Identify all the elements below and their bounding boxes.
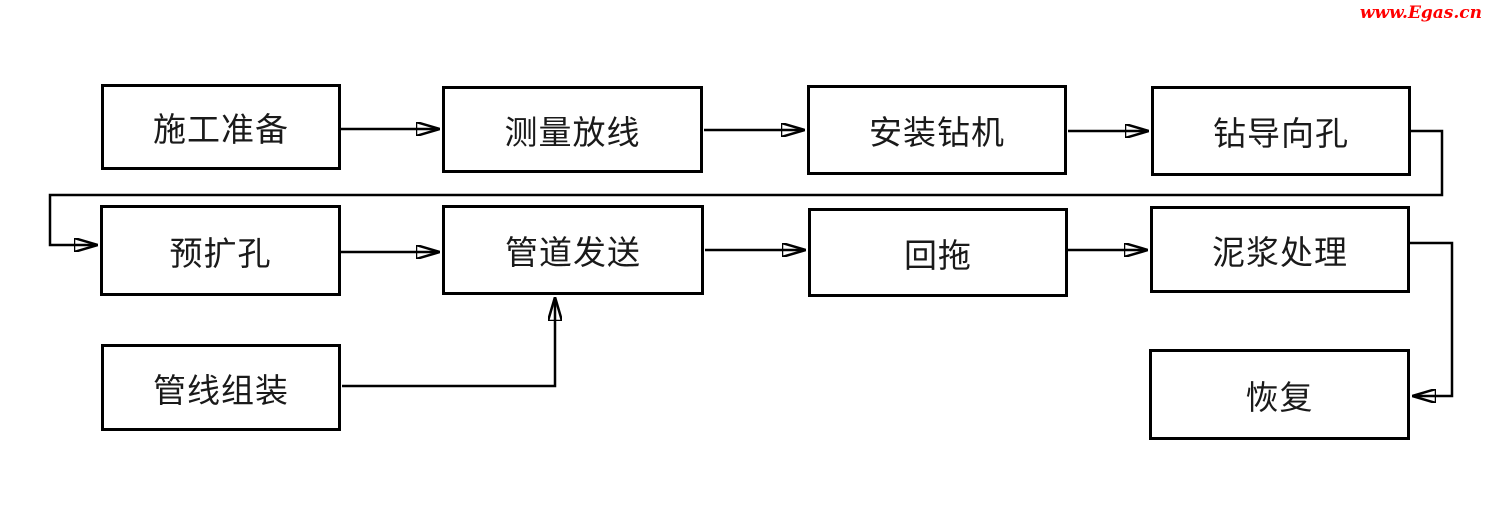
edge-mud-to-restoration <box>1410 241 1454 396</box>
node-pipeline-assembly: 管线组装 <box>101 344 341 431</box>
node-pre-reaming: 预扩孔 <box>100 205 341 296</box>
node-pullback: 回拖 <box>808 208 1068 297</box>
node-pipeline-sending: 管道发送 <box>442 205 704 295</box>
node-label: 测量放线 <box>504 115 641 152</box>
node-label: 安装钻机 <box>869 116 1005 152</box>
edge-assembly-to-sending <box>342 299 555 388</box>
node-label: 钻导向孔 <box>1213 117 1349 153</box>
node-restoration: 恢复 <box>1149 349 1410 440</box>
node-label: 施工准备 <box>153 113 289 149</box>
watermark: www.Egas.cn <box>1359 3 1482 23</box>
node-install-drill-rig: 安装钻机 <box>807 85 1067 175</box>
node-drill-pilot-hole: 钻导向孔 <box>1151 86 1411 176</box>
node-construction-preparation: 施工准备 <box>101 84 341 170</box>
node-label: 管道发送 <box>505 236 641 272</box>
edge-pilot-to-prereaming-feedback <box>48 129 1444 245</box>
node-survey-setting-out: 测量放线 <box>442 86 703 173</box>
node-label: 回拖 <box>904 238 972 275</box>
node-label: 预扩孔 <box>169 236 272 273</box>
node-label: 管线组装 <box>153 373 289 410</box>
node-label: 恢复 <box>1245 380 1314 417</box>
node-label: 泥浆处理 <box>1212 235 1348 272</box>
node-mud-treatment: 泥浆处理 <box>1150 206 1410 293</box>
